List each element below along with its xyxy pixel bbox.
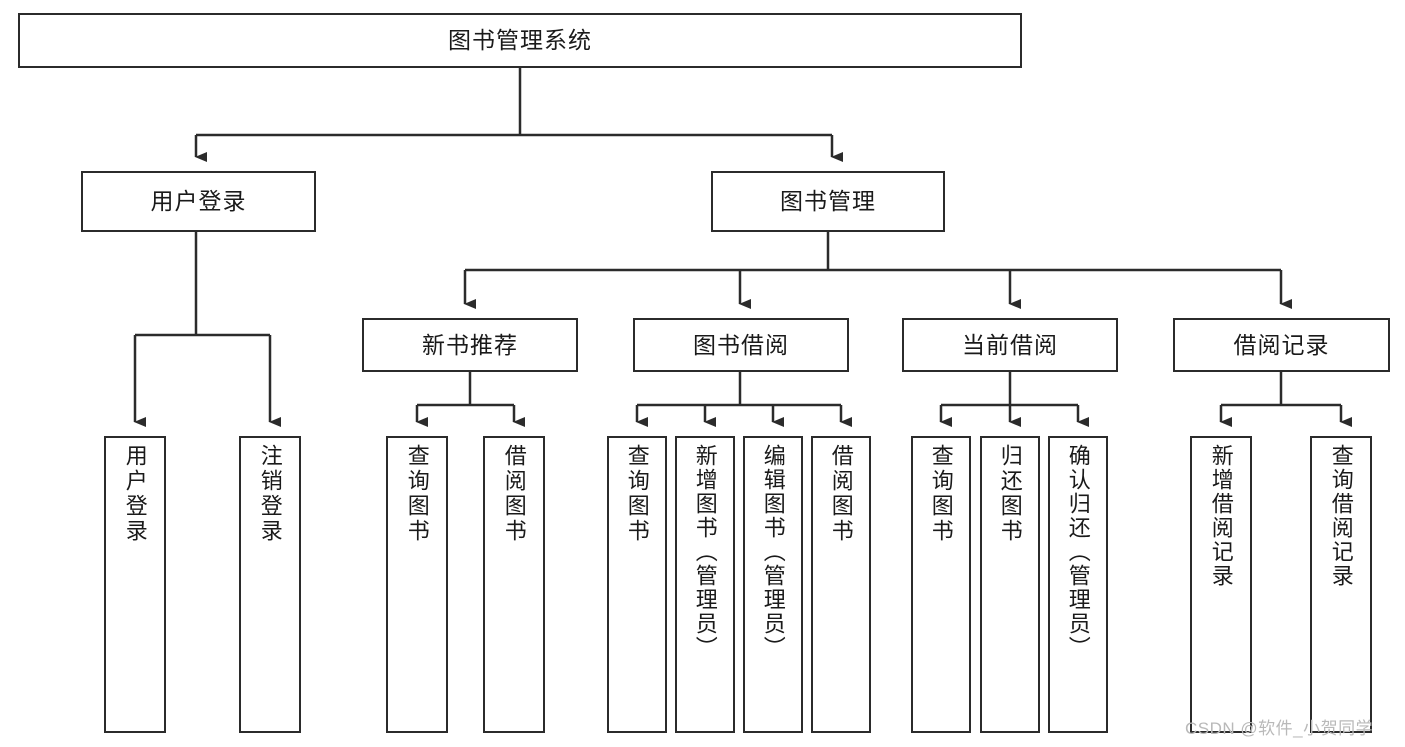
node-label: 查询图书 <box>928 444 954 544</box>
node-label: 借阅图书 <box>501 444 527 544</box>
node-label: 新增图书（管理员） <box>692 444 718 660</box>
leaf-borrow-record-query-record[interactable]: 查询借阅记录 <box>1310 436 1372 733</box>
csdn-watermark: CSDN @软件_小贺同学 <box>1185 719 1374 738</box>
leaf-book-borrow-query-book[interactable]: 查询图书 <box>607 436 667 733</box>
leaf-current-borrow-return-book[interactable]: 归还图书 <box>980 436 1040 733</box>
node-label: 用户登录 <box>150 188 247 215</box>
node-new-book-recommend[interactable]: 新书推荐 <box>362 318 578 372</box>
node-label: 当前借阅 <box>962 331 1058 358</box>
node-label: 编辑图书（管理员） <box>760 444 786 660</box>
node-label: 查询图书 <box>624 444 650 544</box>
node-label: 用户登录 <box>122 444 148 544</box>
node-label: 确认归还（管理员） <box>1065 444 1091 660</box>
leaf-borrow-record-add-record[interactable]: 新增借阅记录 <box>1190 436 1252 733</box>
node-label: 查询借阅记录 <box>1328 444 1354 588</box>
node-label: 新增借阅记录 <box>1208 444 1234 588</box>
node-label: 图书管理系统 <box>448 27 592 54</box>
node-label: 归还图书 <box>997 444 1023 544</box>
leaf-new-book-borrow-book[interactable]: 借阅图书 <box>483 436 545 733</box>
leaf-book-borrow-edit-book-admin[interactable]: 编辑图书（管理员） <box>743 436 803 733</box>
leaf-user-login-login[interactable]: 用户登录 <box>104 436 166 733</box>
node-label: 借阅图书 <box>828 444 854 544</box>
node-borrow-record[interactable]: 借阅记录 <box>1173 318 1390 372</box>
leaf-book-borrow-add-book-admin[interactable]: 新增图书（管理员） <box>675 436 735 733</box>
leaf-current-borrow-confirm-return-admin[interactable]: 确认归还（管理员） <box>1048 436 1108 733</box>
node-user-login[interactable]: 用户登录 <box>81 171 316 232</box>
node-book-management[interactable]: 图书管理 <box>711 171 945 232</box>
node-label: 查询图书 <box>404 444 430 544</box>
leaf-user-login-logout[interactable]: 注销登录 <box>239 436 301 733</box>
node-label: 图书管理 <box>780 188 876 215</box>
node-label: 图书借阅 <box>693 331 789 358</box>
leaf-book-borrow-borrow-book[interactable]: 借阅图书 <box>811 436 871 733</box>
leaf-current-borrow-query-book[interactable]: 查询图书 <box>911 436 971 733</box>
node-root-book-management-system[interactable]: 图书管理系统 <box>18 13 1022 68</box>
node-book-borrow[interactable]: 图书借阅 <box>633 318 849 372</box>
node-label: 新书推荐 <box>422 331 518 358</box>
node-current-borrow[interactable]: 当前借阅 <box>902 318 1118 372</box>
node-label: 借阅记录 <box>1233 331 1330 358</box>
node-label: 注销登录 <box>257 444 283 544</box>
leaf-new-book-query-book[interactable]: 查询图书 <box>386 436 448 733</box>
